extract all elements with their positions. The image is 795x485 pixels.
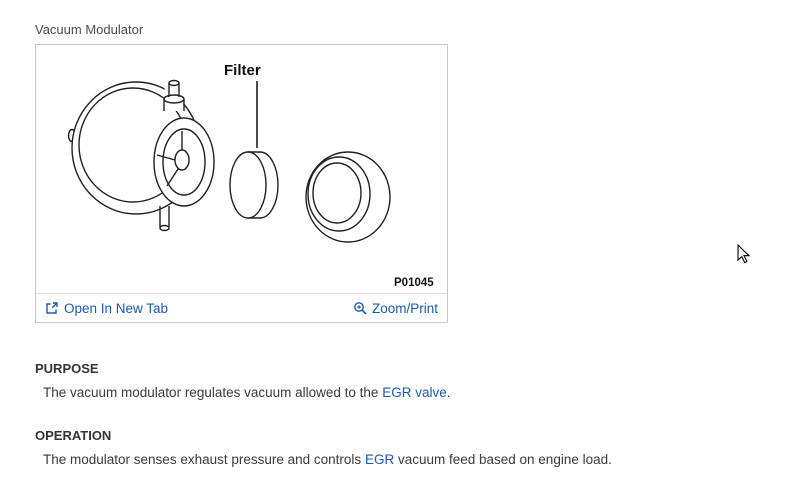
page-title: Vacuum Modulator — [35, 22, 144, 37]
zoom-print-label: Zoom/Print — [371, 300, 438, 316]
open-in-new-tab-icon — [45, 301, 59, 315]
figure-link-bar: Open In New Tab Zoom/Print — [36, 293, 447, 322]
zoom-print-link[interactable]: Zoom/Print — [353, 301, 438, 316]
vacuum-modulator-diagram: Filter P01045 — [67, 62, 434, 289]
purpose-text: The vacuum modulator regulates vacuum al… — [35, 385, 795, 400]
figure-box: Filter P01045 Open In New Tab — [35, 44, 448, 323]
page: Vacuum Modulator — [35, 22, 795, 467]
operation-heading: OPERATION — [35, 428, 112, 443]
section-purpose: PURPOSE The vacuum modulator regulates v… — [35, 361, 795, 400]
part-number-label: P01045 — [394, 277, 434, 289]
zoom-magnifier-icon — [353, 301, 367, 315]
open-in-new-tab-label: Open In New Tab — [64, 300, 169, 316]
egr-link[interactable]: EGR — [364, 452, 395, 467]
operation-text: The modulator senses exhaust pressure an… — [35, 452, 795, 467]
purpose-text-before: The vacuum modulator regulates vacuum al… — [43, 385, 383, 400]
filter-label: Filter — [224, 62, 261, 79]
figure-drawing: Filter P01045 — [36, 45, 447, 293]
purpose-text-after: . — [446, 385, 451, 400]
purpose-heading: PURPOSE — [35, 361, 99, 376]
section-operation: OPERATION The modulator senses exhaust p… — [35, 428, 795, 467]
open-in-new-tab-link[interactable]: Open In New Tab — [45, 301, 168, 316]
operation-text-after: vacuum feed based on engine load. — [394, 452, 612, 467]
operation-text-before: The modulator senses exhaust pressure an… — [43, 452, 365, 467]
egr-valve-link[interactable]: EGR valve — [382, 385, 447, 400]
